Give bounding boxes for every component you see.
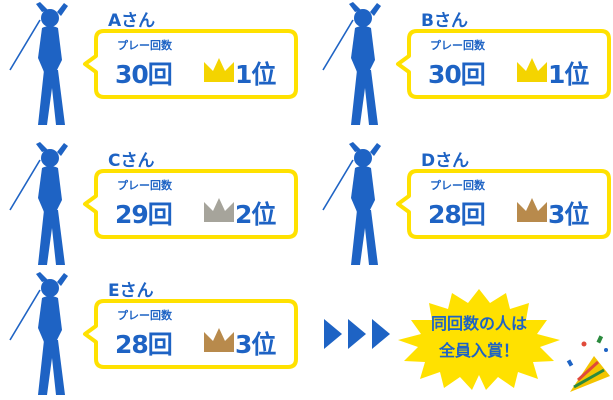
tie-note-line1: 同回数の人は [430,314,527,333]
plays-count: 30回 [115,60,173,89]
player-name: Eさん [108,281,154,301]
tie-note: 同回数の人は 全員入賞！ [394,310,564,364]
bronze-crown-icon [204,328,234,352]
plays-count: 29回 [115,200,173,229]
score-bubble: プレー回数 30回 1位 [395,28,613,100]
plays-label: プレー回数 [430,179,485,192]
player-card-c: Cさん プレー回数 29回 2位 [0,140,300,270]
player-name: Dさん [421,151,470,171]
plays-count: 28回 [428,200,486,229]
plays-count: 30回 [428,60,486,89]
gold-crown-icon [517,58,547,82]
player-name: Bさん [421,11,468,31]
tie-note-line2: 全員入賞！ [438,341,519,360]
rank-label: 1位 [235,60,276,89]
score-bubble: プレー回数 28回 3位 [82,298,300,370]
score-bubble: プレー回数 29回 2位 [82,168,300,240]
golfer-silhouette-icon [322,1,382,126]
bronze-crown-icon [517,198,547,222]
plays-label: プレー回数 [430,39,485,52]
silver-crown-icon [204,198,234,222]
gold-crown-icon [204,58,234,82]
golfer-silhouette-icon [9,271,69,396]
starburst-badge [398,289,560,390]
player-card-e: Eさん プレー回数 28回 3位 [0,270,300,400]
plays-label: プレー回数 [117,309,172,322]
rank-label: 3位 [235,330,276,359]
score-bubble: プレー回数 30回 1位 [82,28,300,100]
player-card-a: Aさん プレー回数 30回 1位 [0,0,300,130]
golfer-silhouette-icon [9,1,69,126]
player-card-b: Bさん プレー回数 30回 1位 [313,0,613,130]
rank-label: 1位 [548,60,589,89]
party-popper-icon [566,335,610,392]
player-name: Aさん [108,11,156,31]
plays-count: 28回 [115,330,173,359]
score-bubble: プレー回数 28回 3位 [395,168,613,240]
plays-label: プレー回数 [117,39,172,52]
golfer-silhouette-icon [322,141,382,266]
rank-label: 2位 [235,200,276,229]
player-card-d: Dさん プレー回数 28回 3位 [313,140,613,270]
rank-label: 3位 [548,200,589,229]
golfer-silhouette-icon [9,141,69,266]
player-name: Cさん [108,151,155,171]
plays-label: プレー回数 [117,179,172,192]
arrow-right-icon [324,319,390,349]
